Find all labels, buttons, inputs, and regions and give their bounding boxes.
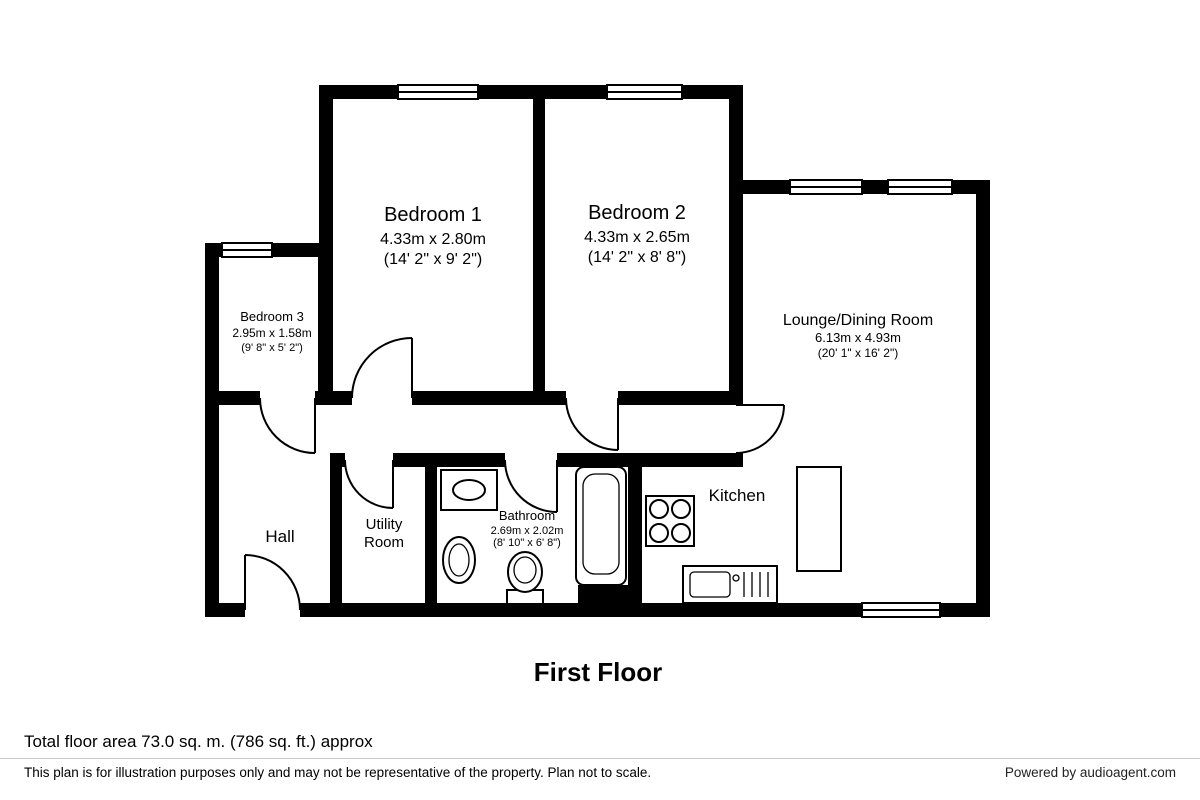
bedroom3-imperial: (9' 8" x 5' 2")	[241, 342, 303, 354]
disclaimer-text: This plan is for illustration purposes o…	[24, 765, 652, 780]
toilet	[506, 551, 544, 605]
door-opening	[260, 391, 315, 405]
window	[887, 179, 953, 195]
wall-segment	[976, 180, 990, 617]
door-openings	[245, 391, 618, 617]
pedestal-basin	[442, 536, 476, 584]
total-floor-area-text: Total floor area 73.0 sq. m. (786 sq. ft…	[24, 732, 373, 751]
sink-basin	[440, 469, 498, 511]
bedroom2-imperial: (14' 2" x 8' 8")	[588, 249, 686, 266]
door-arc	[344, 459, 394, 509]
door-arc	[565, 397, 619, 451]
wall-segment	[330, 453, 642, 467]
bedroom2-label: Bedroom 2	[588, 202, 686, 224]
wall-segment	[533, 99, 545, 391]
wall-segment	[205, 243, 219, 617]
floorplan: Bedroom 1 4.33m x 2.80m (14' 2" x 9' 2")…	[205, 84, 990, 687]
utility-label-line2: Room	[364, 534, 404, 551]
doors	[244, 337, 785, 611]
bathroom-label: Bathroom	[499, 508, 555, 523]
door-opening	[566, 391, 618, 405]
lounge-imperial: (20' 1" x 16' 2")	[818, 346, 898, 360]
kitchen-fixtures	[645, 466, 842, 604]
window	[789, 179, 863, 195]
wall-segment	[319, 391, 743, 405]
wall-segment	[318, 257, 332, 405]
wall-segment	[628, 453, 743, 467]
kitchen-label: Kitchen	[709, 486, 766, 505]
room-labels: Bedroom 1 4.33m x 2.80m (14' 2" x 9' 2")…	[232, 202, 933, 551]
bathroom-imperial: (8' 10" x 6' 8")	[493, 537, 561, 549]
bedroom2-metric: 4.33m x 2.65m	[584, 229, 690, 246]
windows	[221, 84, 953, 618]
wall-segment	[578, 585, 642, 617]
kitchen-sink	[682, 565, 778, 604]
bathtub	[575, 466, 627, 586]
window	[861, 602, 941, 618]
lounge-metric: 6.13m x 4.93m	[815, 330, 901, 345]
door-opening	[352, 391, 412, 405]
bedroom1-imperial: (14' 2" x 9' 2")	[384, 251, 482, 268]
powered-by-link[interactable]: Powered by audioagent.com	[1004, 765, 1176, 780]
door-arc	[735, 404, 785, 454]
kitchen-counter	[796, 466, 842, 572]
floor-title: First Floor	[534, 657, 663, 687]
door-opening	[245, 603, 300, 617]
door-arc	[259, 397, 316, 454]
footer-divider	[0, 758, 1200, 759]
wall-segment	[330, 453, 342, 617]
wall-segment	[628, 453, 642, 617]
bathroom-metric: 2.69m x 2.02m	[491, 525, 564, 537]
door-opening	[505, 453, 557, 467]
bedroom3-label: Bedroom 3	[240, 309, 304, 324]
bedroom3-metric: 2.95m x 1.58m	[232, 326, 311, 340]
utility-label-line1: Utility	[366, 516, 403, 533]
stove	[645, 495, 695, 547]
wall-segment	[425, 453, 437, 617]
bedroom1-label: Bedroom 1	[384, 204, 482, 226]
hall-label: Hall	[265, 527, 294, 546]
bedroom1-metric: 4.33m x 2.80m	[380, 231, 486, 248]
door-arc	[504, 459, 558, 513]
walls	[205, 85, 990, 617]
window	[606, 84, 683, 100]
door-arc	[244, 554, 301, 611]
lounge-label: Lounge/Dining Room	[783, 312, 933, 329]
door-arc	[351, 337, 413, 399]
wall-segment	[729, 85, 743, 405]
bathroom-fixtures	[440, 466, 627, 605]
door-opening	[345, 453, 393, 467]
window	[397, 84, 479, 100]
window	[221, 242, 273, 258]
